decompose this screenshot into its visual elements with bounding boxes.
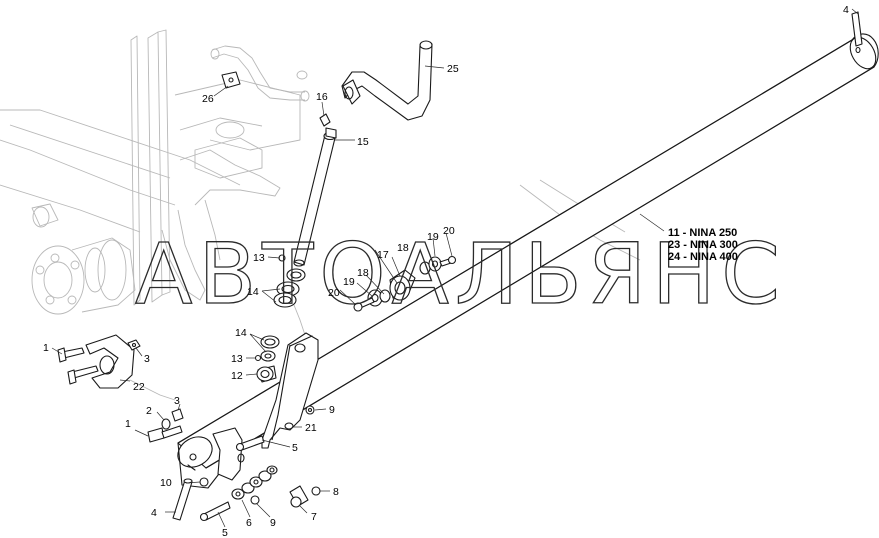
part-15-rod [293, 127, 337, 267]
callout-26: 26 [202, 93, 214, 105]
callout-25: 25 [447, 63, 459, 75]
callout-6: 6 [246, 517, 252, 529]
leader-lines [51, 8, 859, 528]
callout-18-left: 18 [357, 267, 369, 279]
part-10-nut [199, 477, 209, 487]
part-7-sleeve [289, 485, 309, 508]
callout-2: 2 [146, 405, 152, 417]
callout-4-bottom: 4 [151, 507, 157, 519]
part-6-chain [231, 465, 278, 500]
callout-15: 15 [357, 136, 369, 148]
variant-nina-250: 11 - NINA 250 [668, 227, 737, 239]
callout-16: 16 [316, 91, 328, 103]
callout-1-lower: 1 [125, 418, 131, 430]
callout-14-upper: 14 [247, 286, 259, 298]
part-26-bracket [221, 71, 241, 89]
callout-14-lower: 14 [235, 327, 247, 339]
part-9-nut-bottom [250, 495, 260, 505]
part-5-bolt-mid [235, 435, 265, 452]
callout-5-bottom: 5 [222, 527, 228, 538]
variant-labels: 11 - NINA 250 23 - NINA 300 24 - NINA 40… [668, 227, 738, 263]
callout-3-lower: 3 [174, 395, 180, 407]
part-3-nut-upper [127, 339, 141, 351]
callout-12: 12 [231, 370, 243, 382]
part-1-bolt-upper [57, 347, 99, 385]
part-8-nut [311, 486, 321, 496]
part-4-pin-bottom [172, 478, 193, 521]
callout-7: 7 [311, 511, 317, 523]
callout-4-top: 4 [843, 4, 849, 16]
callout-21: 21 [305, 422, 317, 434]
main-tube [177, 33, 879, 489]
variant-nina-300: 23 - NINA 300 [668, 239, 738, 251]
callout-labels: 4 25 26 16 15 13 14 20 19 18 17 18 19 20… [43, 4, 849, 538]
part-14-washers-upper [273, 268, 306, 308]
variant-nina-400: 24 - NINA 400 [668, 251, 738, 263]
callout-13-upper: 13 [253, 252, 265, 264]
callout-5-mid: 5 [292, 442, 298, 454]
callout-8: 8 [333, 486, 339, 498]
callout-19-left: 19 [343, 276, 355, 288]
callout-9-bottom: 9 [270, 517, 276, 529]
callout-22: 22 [133, 381, 145, 393]
part-16-pin [319, 113, 331, 127]
watermark-text: АВТОАЛЬЯНС [135, 225, 786, 323]
callout-3-upper: 3 [144, 353, 150, 365]
callout-19-right: 19 [427, 231, 439, 243]
callout-1-upper: 1 [43, 342, 49, 354]
part-22-clamp [85, 334, 135, 389]
callout-20-right: 20 [443, 225, 455, 237]
callout-18-right: 18 [397, 242, 409, 254]
parts-17-20-assembly [353, 255, 457, 312]
part-5-bolt-bottom [199, 501, 231, 522]
callout-20-left: 20 [328, 287, 340, 299]
callout-13-lower: 13 [231, 353, 243, 365]
parts-1-3-lower [147, 408, 184, 443]
callout-10: 10 [160, 477, 172, 489]
part-25-crank-bar [341, 40, 433, 121]
callout-9-mid: 9 [329, 404, 335, 416]
part-9-nut-mid [305, 405, 315, 415]
callout-17: 17 [377, 249, 389, 261]
parts-12-14-lower [254, 335, 280, 383]
